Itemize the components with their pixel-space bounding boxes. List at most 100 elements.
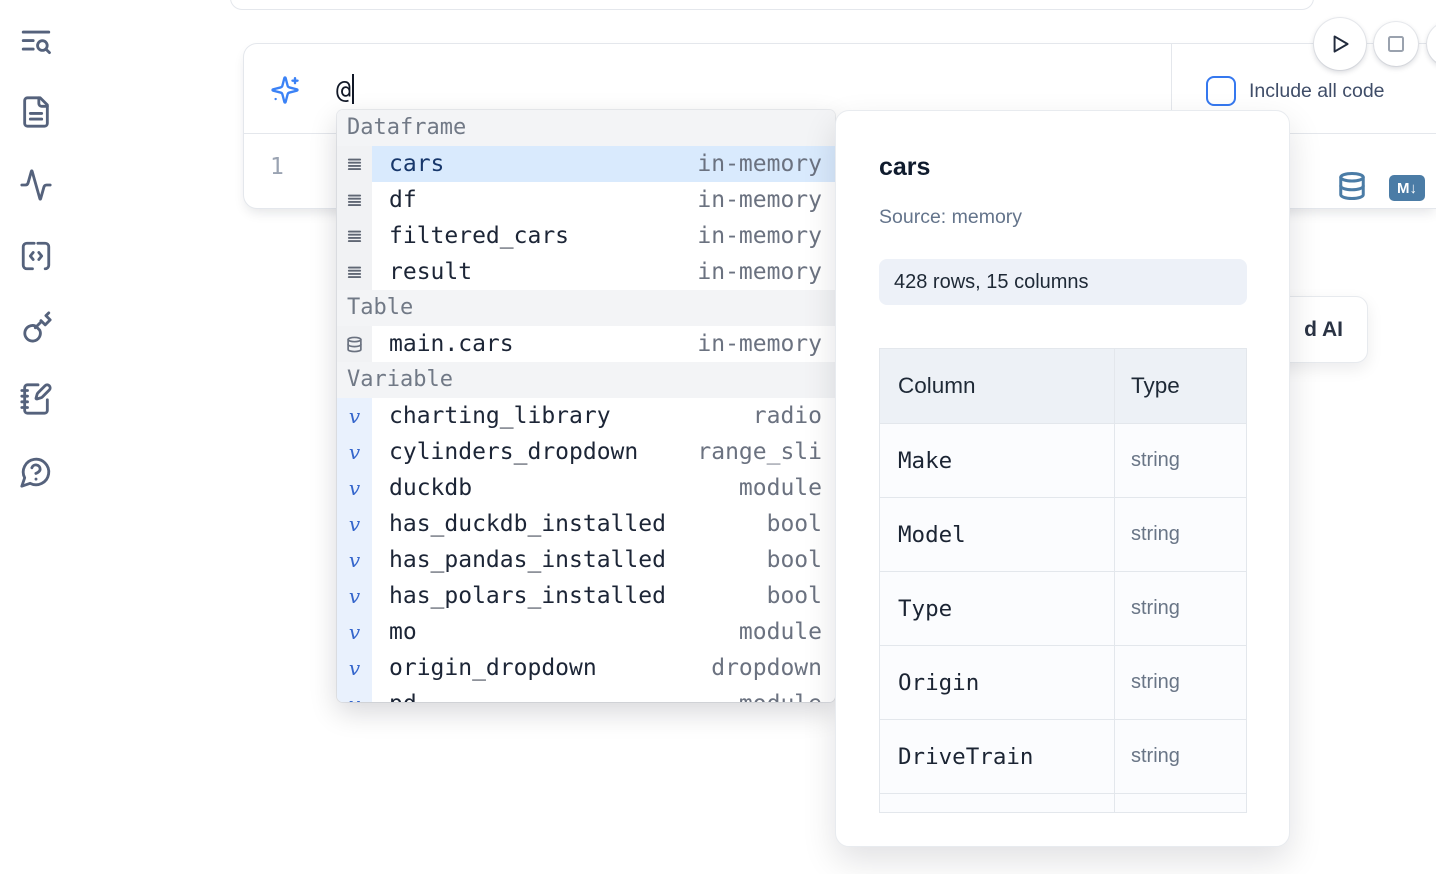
ai-action-button-label: d AI	[1304, 317, 1343, 341]
schema-row-Type: Type string	[880, 571, 1246, 645]
schema-column-type: string	[1131, 597, 1180, 619]
autocomplete-item-detail: bool	[766, 583, 822, 609]
schema-column-name: Type	[898, 595, 953, 622]
sidebar-item-activity[interactable]	[19, 168, 53, 202]
autocomplete-item-name: pd	[389, 691, 417, 702]
prompt-divider	[1171, 44, 1172, 133]
variable-icon: v	[337, 686, 372, 702]
sidebar	[0, 0, 70, 874]
autocomplete-item-name: result	[389, 259, 473, 285]
schema-header-row: Column Type	[880, 349, 1246, 423]
file-text-icon	[19, 96, 53, 133]
code-square-dashed-icon	[19, 241, 53, 277]
autocomplete-item-detail: in-memory	[697, 151, 822, 177]
previous-cell-edge	[230, 0, 1314, 10]
autocomplete-item-filtered_cars[interactable]: filtered_cars in-memory	[337, 218, 835, 254]
autocomplete-item-main.cars[interactable]: main.cars in-memory	[337, 326, 835, 362]
sidebar-item-help[interactable]	[19, 455, 53, 489]
sidebar-item-keys[interactable]	[19, 310, 53, 344]
ai-prompt-input[interactable]: @	[336, 69, 355, 109]
schema-column-name: Make	[898, 447, 953, 474]
database-icon[interactable]	[1337, 171, 1367, 201]
ai-prompt-value: @	[336, 74, 352, 104]
sidebar-item-snippets[interactable]	[19, 239, 53, 273]
variable-icon: v	[337, 434, 372, 470]
autocomplete-item-detail: in-memory	[697, 331, 822, 357]
schema-header-type: Type	[1114, 349, 1246, 423]
autocomplete-item-has_polars_installed[interactable]: v has_polars_installed bool	[337, 578, 835, 614]
schema-column-type: string	[1131, 671, 1180, 693]
markdown-icon[interactable]: M↓	[1389, 175, 1425, 201]
schema-row-Origin: Origin string	[880, 645, 1246, 719]
stop-square-icon	[1384, 32, 1408, 56]
clipped-edge-button[interactable]	[1427, 22, 1436, 66]
variable-icon: v	[337, 614, 372, 650]
schema-column-type: string	[1131, 745, 1180, 767]
schema-row-DriveTrain: DriveTrain string	[880, 719, 1246, 793]
schema-column-name: Origin	[898, 669, 980, 696]
variable-icon: v	[337, 650, 372, 686]
dataframe-icon	[337, 182, 372, 218]
autocomplete-item-partial[interactable]: vpdmodule	[337, 686, 835, 702]
help-chat-icon	[19, 457, 53, 493]
schema-column-name: DriveTrain	[898, 743, 1034, 770]
preview-title: cars	[879, 153, 931, 181]
autocomplete-section-header: Dataframe	[337, 110, 835, 146]
schema-row-partial	[880, 793, 1246, 812]
autocomplete-item-has_pandas_installed[interactable]: v has_pandas_installed bool	[337, 542, 835, 578]
variable-icon: v	[337, 542, 372, 578]
autocomplete-item-name: has_polars_installed	[389, 583, 666, 609]
variable-icon: v	[337, 470, 372, 506]
code-editor-row[interactable]: 1	[244, 134, 1436, 207]
dataframe-icon	[337, 146, 372, 182]
variable-icon: v	[337, 506, 372, 542]
autocomplete-item-detail: bool	[766, 547, 822, 573]
autocomplete-item-detail: range_sli	[697, 439, 822, 465]
autocomplete-item-name: filtered_cars	[389, 223, 570, 249]
preview-shape-badge: 428 rows, 15 columns	[879, 259, 1247, 305]
autocomplete-item-name: duckdb	[389, 475, 473, 501]
database-icon	[337, 326, 372, 362]
text-cursor	[352, 74, 355, 104]
schema-header-column: Column	[898, 373, 976, 398]
include-all-code-control[interactable]: Include all code	[1206, 76, 1385, 106]
variable-icon: v	[337, 578, 372, 614]
dataframe-icon	[337, 218, 372, 254]
preview-source: Source: memory	[879, 206, 1023, 228]
autocomplete-item-name: has_pandas_installed	[389, 547, 666, 573]
autocomplete-item-name: cylinders_dropdown	[389, 439, 639, 465]
autocomplete-item-name: main.cars	[389, 331, 514, 357]
autocomplete-item-name: has_duckdb_installed	[389, 511, 666, 537]
schema-row-Model: Model string	[880, 497, 1246, 571]
autocomplete-item-detail: in-memory	[697, 187, 822, 213]
include-all-code-label: Include all code	[1249, 79, 1385, 102]
run-cell-button[interactable]	[1314, 18, 1366, 70]
sidebar-item-search[interactable]	[19, 25, 53, 59]
include-all-code-checkbox[interactable]	[1206, 76, 1236, 106]
stop-button[interactable]	[1374, 22, 1418, 66]
sparkles-icon	[270, 75, 300, 105]
sidebar-item-scratchpad[interactable]	[19, 382, 53, 416]
autocomplete-section-header: Variable	[337, 362, 835, 398]
autocomplete-item-detail: dropdown	[711, 655, 822, 681]
autocomplete-item-cylinders_dropdown[interactable]: v cylinders_dropdown range_sli	[337, 434, 835, 470]
key-icon	[19, 311, 53, 348]
notebook-pen-icon	[19, 383, 53, 420]
schema-column-type: string	[1131, 523, 1180, 545]
variable-icon: v	[337, 398, 372, 434]
sidebar-item-document[interactable]	[19, 95, 53, 129]
autocomplete-item-detail: in-memory	[697, 223, 822, 249]
autocomplete-item-name: mo	[389, 619, 417, 645]
schema-column-name: Model	[898, 521, 966, 548]
autocomplete-section-header: Table	[337, 290, 835, 326]
